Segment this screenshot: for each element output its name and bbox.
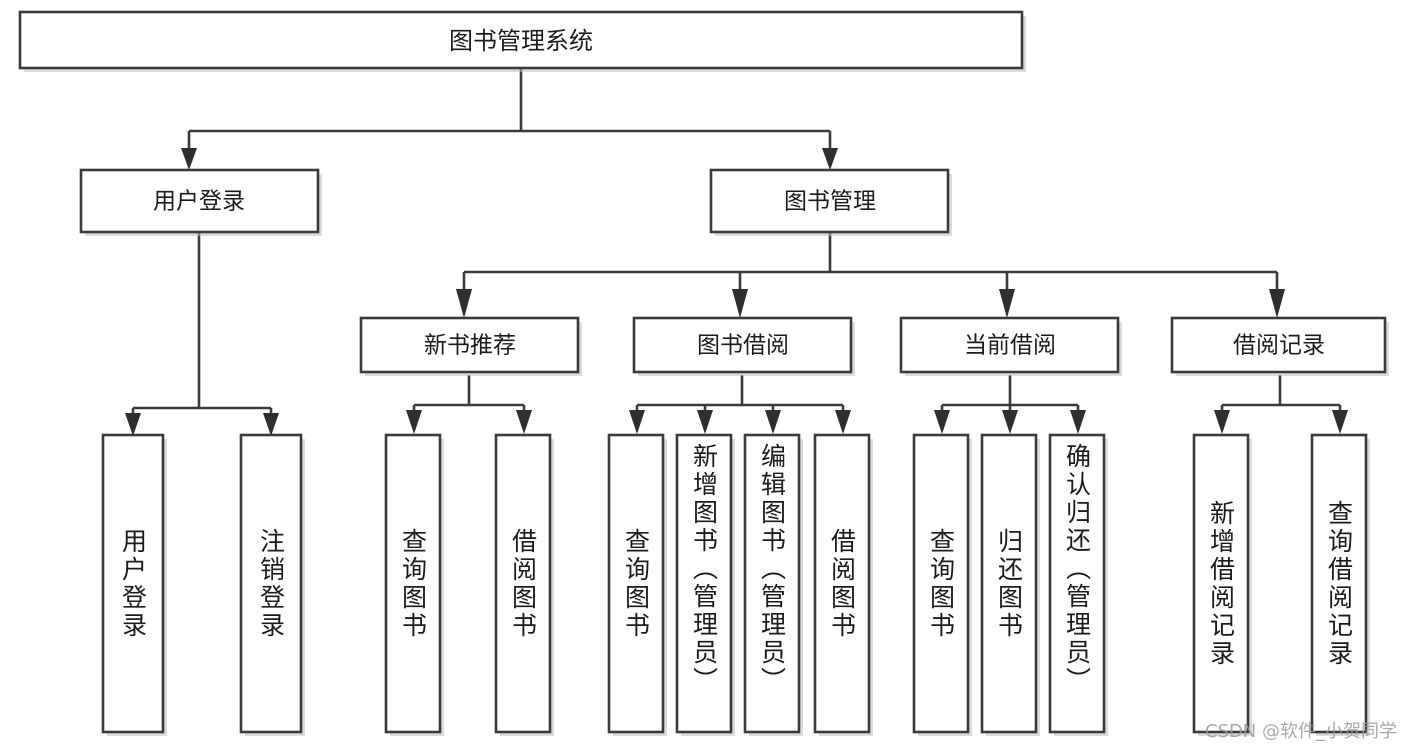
leaf-box-leaf-user-login[interactable] [101, 433, 167, 736]
node-user-login-label: 用户登录 [153, 189, 245, 215]
leaf-box-leaf-add-book[interactable] [675, 433, 735, 736]
arrow-head-leaf-add-record [1214, 410, 1230, 434]
arrow-head-leaf-borrow-book-2 [835, 410, 851, 434]
arrow-head-leaf-user-login [125, 413, 141, 436]
node-root[interactable]: 图书管理系统 [18, 10, 1026, 72]
connector-group-current-borrow [934, 375, 1086, 434]
connector-group-borrow-record [1214, 375, 1348, 434]
arrow-head-book-borrow [732, 289, 748, 318]
arrow-head-new-book-recommend [456, 289, 472, 318]
node-book-management[interactable]: 图书管理 [709, 168, 952, 236]
arrow-head-leaf-user-logout [263, 413, 279, 436]
arrow-head-leaf-add-book [697, 410, 713, 434]
leaf-box-leaf-add-record[interactable] [1192, 433, 1252, 736]
arrow-head-leaf-edit-book [765, 410, 781, 434]
arrow-head-borrow-record [1269, 289, 1285, 318]
connector-group-book-borrow [629, 375, 851, 434]
node-current-borrow-label: 当前借阅 [964, 333, 1056, 359]
leaf-box-leaf-borrow-book-2[interactable] [813, 433, 873, 736]
connector-group-new-book-recommend [406, 375, 532, 434]
leaf-box-leaf-edit-book[interactable] [743, 433, 803, 736]
node-new-book-recommend-label: 新书推荐 [424, 333, 516, 359]
leaf-box-leaf-query-book-2[interactable] [607, 433, 667, 736]
node-book-borrow[interactable]: 图书借阅 [632, 316, 855, 376]
arrow-head-current-borrow [999, 289, 1015, 318]
leaf-box-leaf-query-book-3[interactable] [912, 433, 972, 736]
arrow-head-leaf-query-book-1 [406, 410, 422, 434]
node-user-login[interactable]: 用户登录 [79, 168, 322, 236]
node-new-book-recommend[interactable]: 新书推荐 [359, 316, 582, 376]
node-current-borrow[interactable]: 当前借阅 [899, 316, 1122, 376]
arrow-head-leaf-return-book [1002, 410, 1018, 434]
node-borrow-record-label: 借阅记录 [1233, 333, 1325, 359]
node-borrow-record[interactable]: 借阅记录 [1170, 316, 1389, 376]
leaf-box-leaf-confirm-return[interactable] [1048, 433, 1108, 736]
arrow-head-leaf-borrow-book-1 [516, 410, 532, 434]
connector-group-user-login [125, 232, 279, 436]
arrow-head-user-login [181, 148, 197, 170]
leaf-box-leaf-return-book[interactable] [980, 433, 1040, 736]
leaf-box-leaf-borrow-book-1[interactable] [494, 433, 554, 736]
connector-group-root [181, 68, 838, 170]
connector-group-book-management [456, 232, 1285, 318]
arrow-head-book-management [822, 148, 838, 170]
node-book-management-label: 图书管理 [784, 189, 876, 215]
arrow-head-leaf-query-book-3 [934, 410, 950, 434]
leaf-box-leaf-query-book-1[interactable] [384, 433, 444, 736]
leaf-box-leaf-user-logout[interactable] [239, 433, 305, 736]
arrow-head-leaf-confirm-return [1070, 410, 1086, 434]
leaf-box-leaf-query-record[interactable] [1310, 433, 1370, 736]
arrow-head-leaf-query-record [1332, 410, 1348, 434]
node-root-label: 图书管理系统 [449, 27, 593, 55]
node-book-borrow-label: 图书借阅 [697, 333, 789, 359]
arrow-head-leaf-query-book-2 [629, 410, 645, 434]
